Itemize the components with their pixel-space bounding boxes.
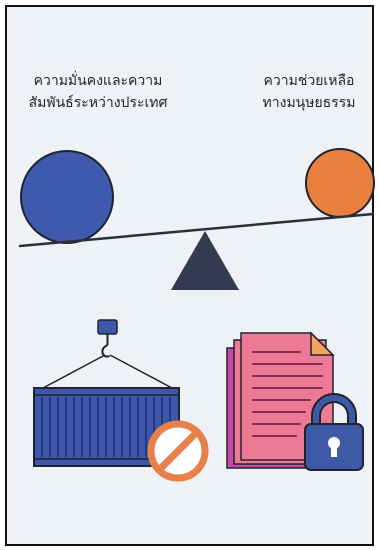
page-fold xyxy=(311,333,333,355)
right-ball xyxy=(306,149,374,217)
left-ball xyxy=(21,151,113,243)
hook-block xyxy=(98,320,117,334)
sling-right xyxy=(110,355,172,388)
fulcrum xyxy=(171,231,239,290)
hook xyxy=(102,345,109,357)
seesaw-balance-icon xyxy=(20,149,374,290)
sling-left xyxy=(43,355,105,388)
no-entry-icon xyxy=(151,424,205,478)
padlock-icon xyxy=(305,398,363,470)
